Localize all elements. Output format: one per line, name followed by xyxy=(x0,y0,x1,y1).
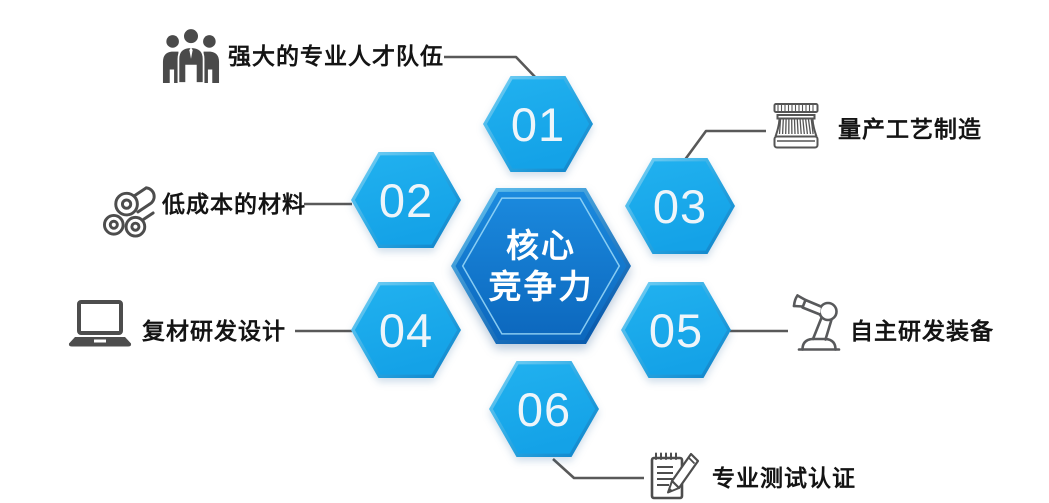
hexagon-03: 03 xyxy=(625,158,735,254)
center-title: 核心 竞争力 xyxy=(451,188,631,344)
hexagon-number: 03 xyxy=(652,179,708,233)
hexagon-01: 01 xyxy=(483,76,593,172)
label-item-4: 复材研发设计 xyxy=(142,318,286,344)
test-notepad-icon xyxy=(650,452,700,500)
connector-item-6 xyxy=(552,458,644,480)
team-icon xyxy=(162,27,220,84)
hexagon-shape xyxy=(489,361,599,457)
hexagon-02: 02 xyxy=(351,152,461,248)
label-item-1: 强大的专业人才队伍 xyxy=(228,43,444,69)
production-machine-icon xyxy=(773,103,819,149)
hexagon-number: 01 xyxy=(510,97,566,151)
label-item-2: 低成本的材料 xyxy=(162,191,306,217)
hexagon-shape xyxy=(351,152,461,248)
center-title-line2: 竞争力 xyxy=(488,268,594,305)
hexagon-05: 05 xyxy=(621,282,731,378)
hexagon-shape xyxy=(483,76,593,172)
hexagon-shape xyxy=(351,282,461,378)
hexagon-number: 02 xyxy=(378,173,434,227)
center-title-line1: 核心 xyxy=(506,226,576,264)
hexagon-number: 06 xyxy=(516,382,572,436)
hexagon-06: 06 xyxy=(489,361,599,457)
material-rolls-icon xyxy=(102,186,156,238)
center-hexagon: 核心 竞争力 xyxy=(451,188,631,344)
connector-item-3 xyxy=(682,129,766,162)
hexagon-number: 05 xyxy=(648,303,704,357)
hexagon-shape xyxy=(621,282,731,378)
label-item-6: 专业测试认证 xyxy=(712,465,856,491)
laptop-icon xyxy=(68,300,132,347)
robot-arm-icon xyxy=(792,294,841,351)
hexagon-shape xyxy=(625,158,735,254)
hexagon-04: 04 xyxy=(351,282,461,378)
label-item-5: 自主研发装备 xyxy=(850,318,994,344)
label-item-3: 量产工艺制造 xyxy=(838,116,982,142)
center-hexagon-shape xyxy=(451,188,631,344)
hexagon-number: 04 xyxy=(378,303,434,357)
